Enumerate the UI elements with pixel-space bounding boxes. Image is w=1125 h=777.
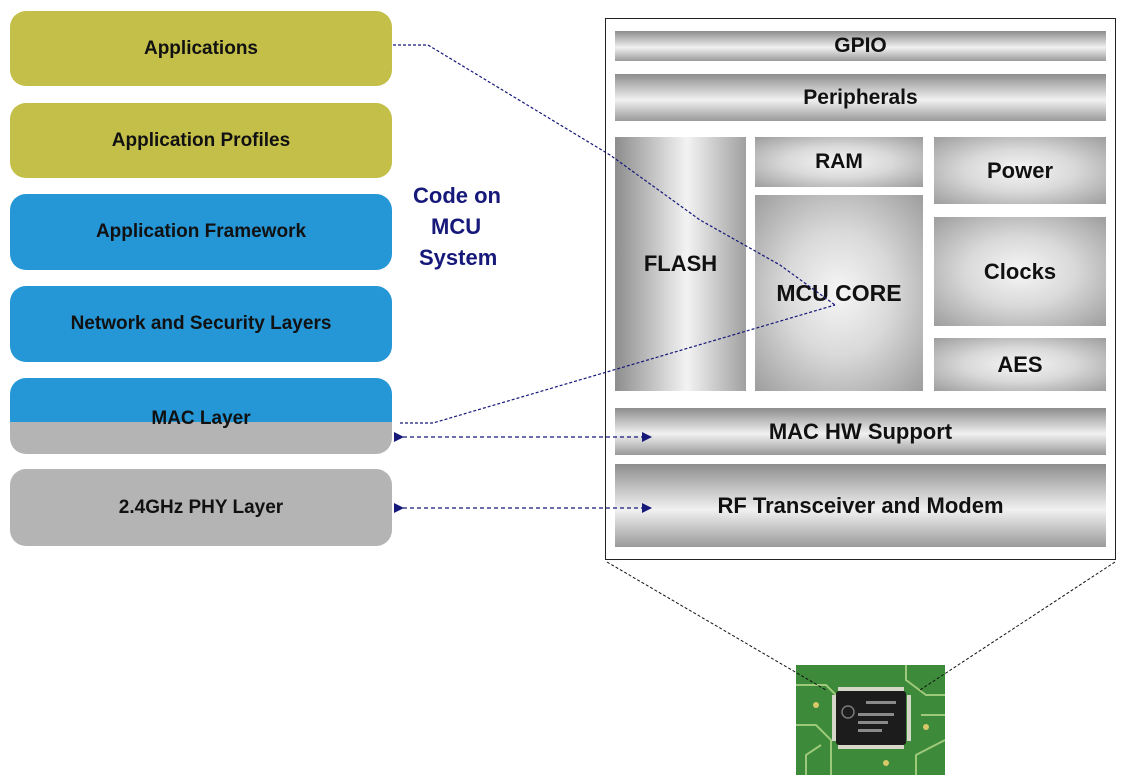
flash-block: FLASH bbox=[615, 137, 746, 391]
peripherals-block: Peripherals bbox=[615, 74, 1106, 121]
application-framework-layer: Application Framework bbox=[10, 194, 392, 270]
phy-layer: 2.4GHz PHY Layer bbox=[10, 469, 392, 546]
aes-block: AES bbox=[934, 338, 1106, 391]
gpio-label: GPIO bbox=[834, 34, 887, 57]
ram-block: RAM bbox=[755, 137, 923, 187]
code-on-mcu-label: Code on MCU System bbox=[410, 180, 520, 273]
code-label-line-2: MCU bbox=[431, 214, 482, 239]
flash-label: FLASH bbox=[643, 251, 718, 276]
network-security-label: Network and Security Layers bbox=[70, 313, 332, 334]
microchip-photo-icon bbox=[796, 665, 945, 775]
peripherals-label: Peripherals bbox=[803, 85, 918, 109]
phy-layer-label: 2.4GHz PHY Layer bbox=[118, 496, 284, 518]
network-security-layer: Network and Security Layers bbox=[10, 286, 392, 362]
power-block: Power bbox=[934, 137, 1106, 204]
mac-layer-label: MAC Layer bbox=[151, 408, 251, 429]
mac-hw-support-block: MAC HW Support bbox=[615, 408, 1106, 455]
applications-layer: Applications bbox=[10, 11, 392, 86]
rf-transceiver-block: RF Transceiver and Modem bbox=[615, 464, 1106, 547]
aes-label: AES bbox=[997, 351, 1043, 377]
code-label-line-1: Code on bbox=[413, 183, 501, 208]
application-profiles-label: Application Profiles bbox=[111, 129, 291, 151]
pcb-illustration bbox=[796, 665, 945, 775]
mac-layer: MAC Layer bbox=[10, 378, 392, 454]
gpio-block: GPIO bbox=[615, 31, 1106, 61]
rf-transceiver-label: RF Transceiver and Modem bbox=[717, 492, 1004, 518]
chip-block-diagram: GPIO Peripherals FLASH RAM Power MCU COR… bbox=[605, 18, 1116, 560]
application-framework-label: Application Framework bbox=[95, 221, 307, 242]
clocks-label: Clocks bbox=[983, 258, 1057, 284]
applications-label: Applications bbox=[143, 37, 258, 59]
zoom-line-left bbox=[606, 561, 827, 691]
power-label: Power bbox=[986, 157, 1054, 183]
zoom-line-right bbox=[919, 561, 1116, 691]
clocks-block: Clocks bbox=[934, 217, 1106, 326]
code-label-line-3: System bbox=[419, 245, 498, 270]
mac-hw-support-label: MAC HW Support bbox=[768, 418, 953, 444]
mcu-core-label: MCU CORE bbox=[776, 279, 902, 306]
ram-label: RAM bbox=[815, 150, 863, 173]
application-profiles-layer: Application Profiles bbox=[10, 103, 392, 178]
mcu-core-block: MCU CORE bbox=[755, 195, 923, 391]
